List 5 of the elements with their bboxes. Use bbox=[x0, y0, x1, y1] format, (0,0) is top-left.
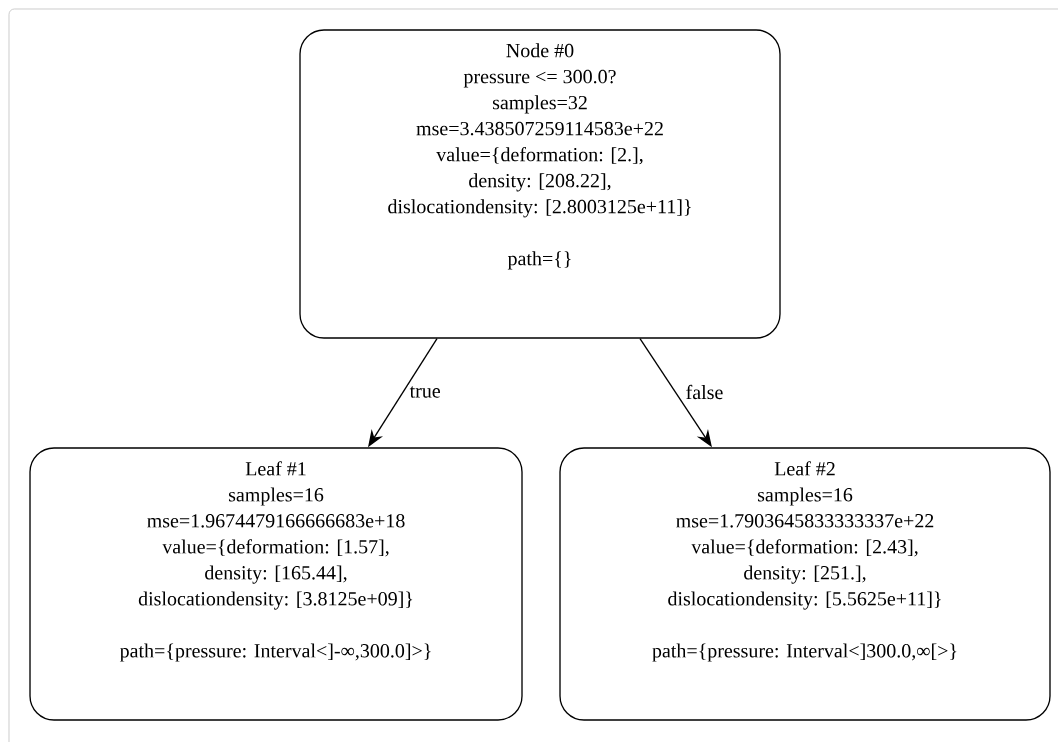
tree-node-box: Leaf #1 samples=16 mse=1.9674479166666683e+18 value={deformation: [1.57], density: [165.44], dislocationdensity: [3.8125e+09]} path={pressure: Interval<]-∞,300.0]>} bbox=[29, 447, 523, 721]
tree-node-box: Leaf #2 samples=16 mse=1.7903645833333337e+22 value={deformation: [2.43], density: [251.], dislocationdensity: [5.5625e+11]} path={pressure: Interval<]300.0,∞[>} bbox=[559, 447, 1051, 721]
edge-label: false bbox=[684, 383, 725, 401]
tree-node-box: Node #0 pressure <= 300.0? samples=32 mse=3.438507259114583e+22 value={deformation: [2.], density: [208.22], dislocationdensity: [2.8003125e+11]} path={} bbox=[299, 29, 781, 339]
edge-label: true bbox=[408, 384, 443, 400]
